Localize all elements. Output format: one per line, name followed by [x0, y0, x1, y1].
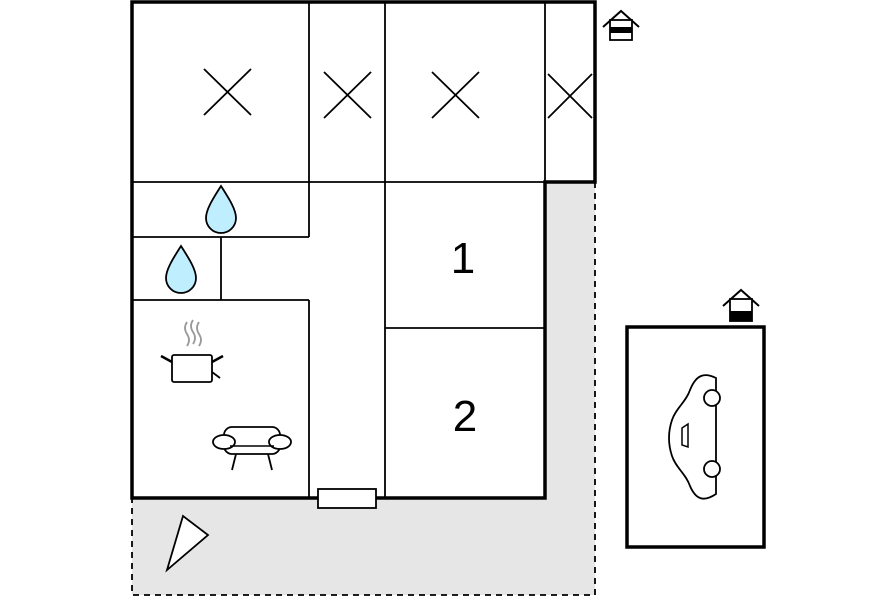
- outer-wall: [130, 0, 597, 500]
- sofa-icon: [212, 426, 292, 471]
- water-drop-icon: [165, 244, 197, 294]
- room-label-2: 2: [453, 392, 477, 441]
- cooking-pot-icon: [160, 319, 224, 383]
- room-label-1: 1: [451, 234, 475, 283]
- house-icon: [722, 288, 760, 322]
- car-icon: [668, 374, 721, 500]
- cross-icon: [203, 68, 252, 116]
- water-drop-icon: [205, 184, 237, 234]
- terrace-border: [131, 182, 596, 596]
- view-cone-icon: [165, 514, 210, 573]
- interior-walls: [132, 2, 546, 498]
- house-icon: [602, 9, 640, 41]
- cross-icon: [323, 71, 372, 119]
- cross-icon: [431, 71, 480, 119]
- entrance-door: [317, 488, 377, 509]
- cross-icon: [547, 73, 593, 119]
